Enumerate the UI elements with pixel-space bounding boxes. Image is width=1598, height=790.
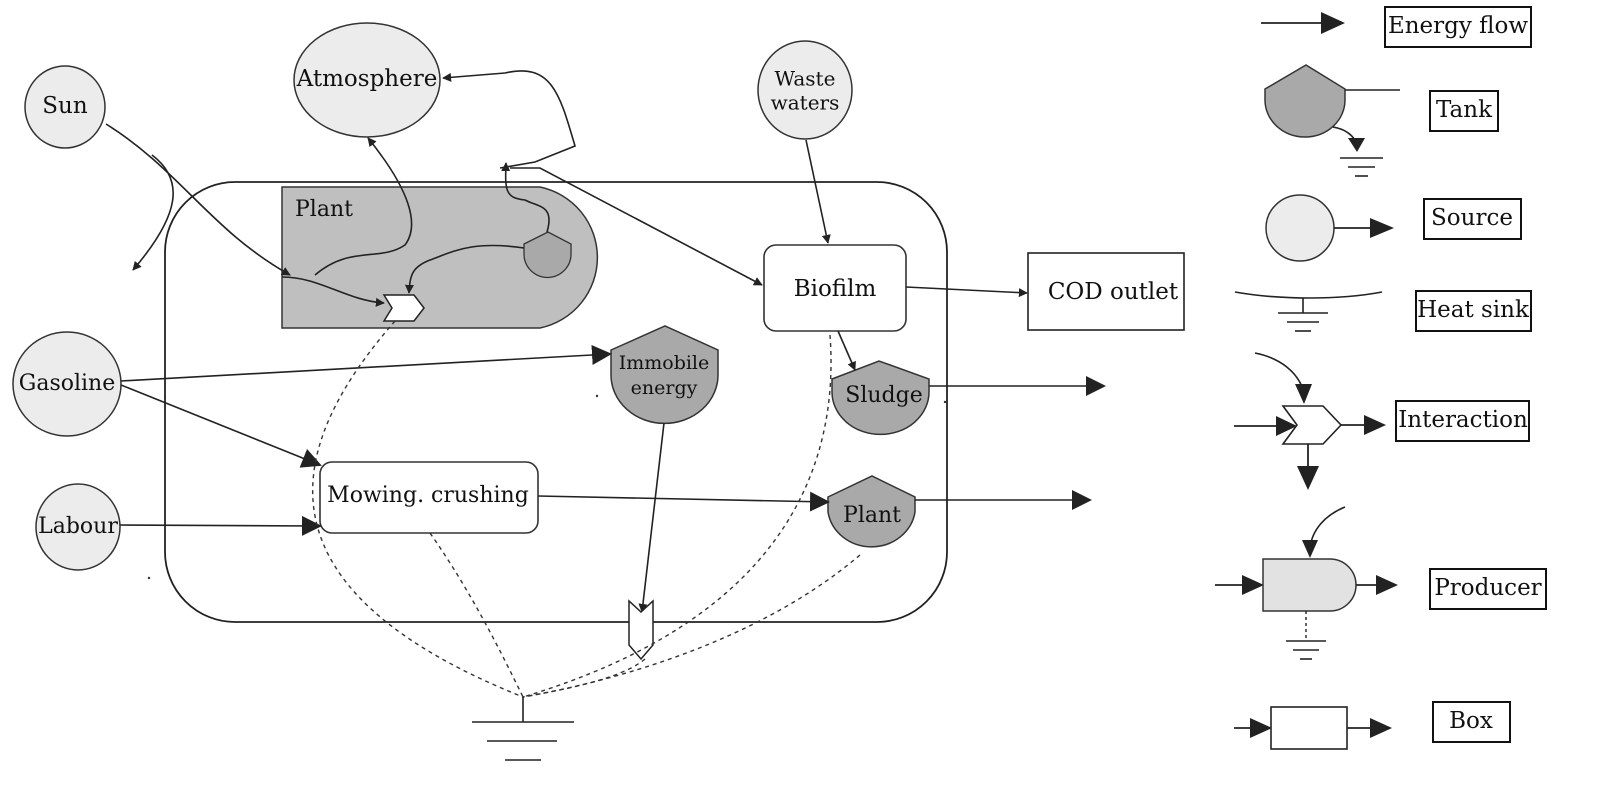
sun-label: Sun xyxy=(42,93,88,119)
flow-tank-to-interaction xyxy=(404,244,525,294)
legend-energy-flow-symbol xyxy=(1261,12,1345,34)
cod-outlet-box: COD outlet xyxy=(1027,252,1185,331)
biofilm-label: Biofilm xyxy=(794,276,877,302)
legend-source-label: Source xyxy=(1431,205,1513,231)
waste-waters-label-2: waters xyxy=(771,91,840,115)
flow-tank-to-junction xyxy=(501,162,550,233)
heat-sink-ground xyxy=(472,697,574,761)
legend-heat-sink-box xyxy=(1415,290,1532,332)
flow-plant-to-atmosphere xyxy=(314,137,413,276)
flow-sun-to-plant xyxy=(105,123,291,276)
heat-loss-mowing xyxy=(429,532,524,698)
flow-immobile-down xyxy=(638,422,665,613)
legend-source-box xyxy=(1423,198,1522,240)
immobile-energy-label-2: energy xyxy=(631,377,698,399)
heat-loss-interaction xyxy=(522,658,646,698)
legend-interaction-label: Interaction xyxy=(1398,407,1528,433)
legend-box-box xyxy=(1432,701,1511,743)
mowing-crushing-box: Mowing. crushing xyxy=(319,461,539,534)
plant-inner-tank xyxy=(523,231,572,279)
stray-dot xyxy=(943,400,947,404)
legend-energy-flow-label: Energy flow xyxy=(1388,13,1528,39)
flow-junction-to-biofilm xyxy=(510,167,763,286)
sludge-label: Sludge xyxy=(845,383,922,408)
immobile-energy-tank: Immobile energy xyxy=(610,325,719,425)
sun-source: Sun xyxy=(24,65,106,149)
flow-plant-to-interaction xyxy=(281,276,385,307)
waste-waters-source: Waste waters xyxy=(757,40,853,140)
immobile-energy-label-1: Immobile xyxy=(619,352,710,374)
flow-sun-branch xyxy=(132,154,174,271)
plant-producer-label: Plant xyxy=(295,197,353,222)
atmosphere-label: Atmosphere xyxy=(296,66,438,92)
stray-dot xyxy=(595,394,599,398)
flow-junction-to-atmosphere xyxy=(442,70,576,169)
legend-box-label: Box xyxy=(1449,708,1493,734)
plant-tank-label: Plant xyxy=(843,503,901,528)
heat-loss-plant-tank xyxy=(522,554,861,698)
flow-biofilm-to-sludge xyxy=(837,330,856,371)
flow-mowing-to-plant-tank xyxy=(537,491,830,512)
bottom-interaction-symbol xyxy=(628,599,654,661)
legend-tank-box xyxy=(1429,90,1499,132)
legend-producer-label: Producer xyxy=(1434,575,1541,601)
legend-heat-sink-label: Heat sink xyxy=(1417,297,1530,323)
flow-waste-to-biofilm xyxy=(805,139,831,244)
flow-gasoline-to-mowing xyxy=(120,384,322,468)
legend-energy-flow-box xyxy=(1384,6,1532,48)
plant-producer xyxy=(281,186,599,329)
sludge-tank: Sludge xyxy=(831,360,930,436)
legend-tank-symbol xyxy=(1264,64,1400,177)
legend-producer-symbol xyxy=(1215,506,1398,660)
flow-labour-to-mowing xyxy=(119,515,322,536)
plant-tank: Plant xyxy=(827,475,916,548)
waste-waters-label-1: Waste xyxy=(775,67,836,91)
gasoline-label: Gasoline xyxy=(19,371,116,396)
gasoline-source: Gasoline xyxy=(12,331,122,437)
flow-biofilm-to-cod xyxy=(905,286,1028,298)
legend: Energy flow Tank Source xyxy=(1215,6,1547,750)
legend-source-symbol xyxy=(1265,194,1394,262)
cod-outlet-label: COD outlet xyxy=(1048,279,1179,305)
biofilm-box: Biofilm xyxy=(763,244,907,332)
flow-gasoline-to-immobile xyxy=(120,345,612,382)
legend-box-symbol xyxy=(1234,706,1392,750)
atmosphere-source: Atmosphere xyxy=(293,22,441,138)
heat-loss-biofilm xyxy=(522,334,832,698)
stray-dot xyxy=(147,576,151,580)
legend-heat-sink-symbol xyxy=(1234,291,1383,332)
legend-producer-box xyxy=(1429,568,1547,610)
legend-tank-label: Tank xyxy=(1436,97,1493,123)
legend-interaction-symbol xyxy=(1234,352,1386,490)
mowing-crushing-label: Mowing. crushing xyxy=(327,483,529,508)
legend-interaction-box xyxy=(1395,400,1530,442)
plant-interaction-symbol xyxy=(382,294,425,322)
labour-label: Labour xyxy=(38,514,118,539)
labour-source: Labour xyxy=(35,483,121,571)
